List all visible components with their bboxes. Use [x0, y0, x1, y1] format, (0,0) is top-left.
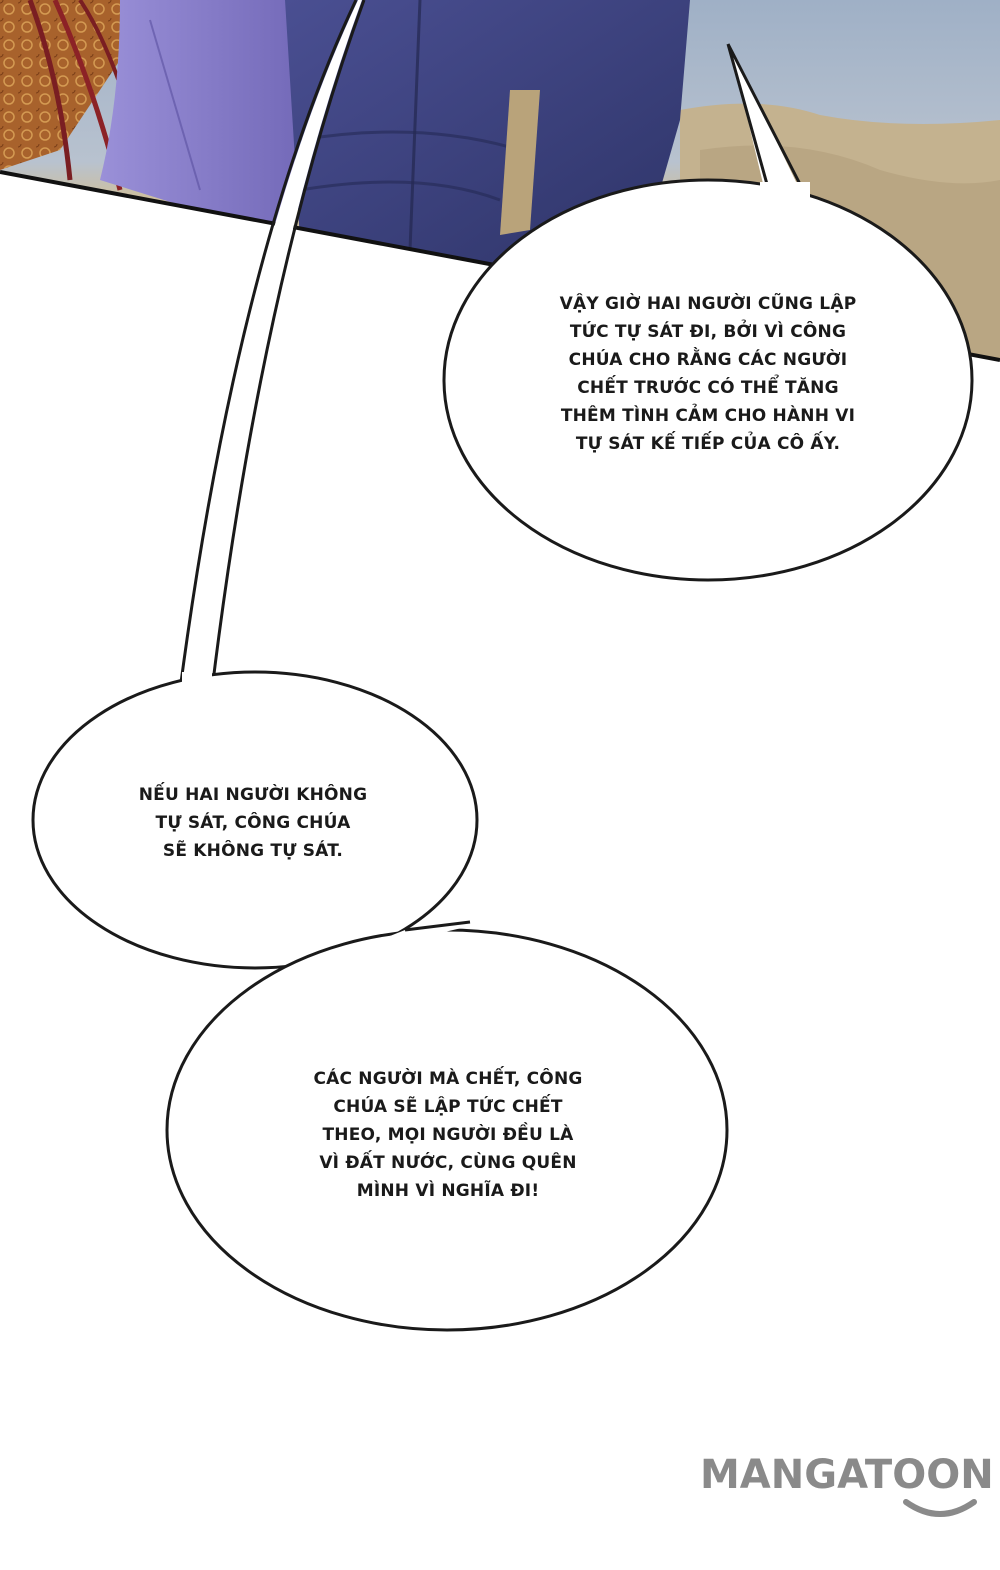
bubble-line: MÌNH VÌ NGHĨA ĐI!: [356, 1181, 540, 1201]
bubble-line: CHÚA CHO RẰNG CÁC NGƯỜI: [568, 350, 848, 370]
bubble-line: TỨC TỰ SÁT ĐI, BỞI VÌ CÔNG: [569, 322, 847, 342]
speech-bubble-middle-left: [31, 670, 479, 970]
bubble-line: CÁC NGƯỜI MÀ CHẾT, CÔNG: [313, 1069, 583, 1089]
bubble-line: SẼ KHÔNG TỰ SÁT.: [162, 841, 344, 861]
bubble-text-top-right: VẬY GIỜ HAI NGƯỜI CŨNG LẬP TỨC TỰ SÁT ĐI…: [528, 290, 888, 458]
bubble-text-bottom: CÁC NGƯỜI MÀ CHẾT, CÔNG CHÚA SẼ LẬP TỨC …: [278, 1065, 618, 1205]
speech-bubble-bottom: [165, 918, 729, 1332]
watermark-text: MANGATOON: [700, 1452, 994, 1498]
mangatoon-watermark: MANGATOON: [700, 1452, 998, 1532]
bubble-line: THEO, MỌI NGƯỜI ĐỀU LÀ: [322, 1125, 574, 1145]
bubble-line: VẬY GIỜ HAI NGƯỜI CŨNG LẬP: [559, 294, 857, 314]
smile-icon: [903, 1499, 977, 1517]
speech-bubble-top-right: [442, 43, 974, 582]
bubble-line: CHÚA SẼ LẬP TỨC CHẾT: [333, 1097, 563, 1117]
bubble-line: TỰ SÁT KẾ TIẾP CỦA CÔ ẤY.: [575, 434, 841, 454]
bubble-line: NẾU HAI NGƯỜI KHÔNG: [138, 785, 368, 805]
bubble-line: CHẾT TRƯỚC CÓ THỂ TĂNG: [577, 378, 839, 398]
bubble-line: TỰ SÁT, CÔNG CHÚA: [155, 813, 351, 833]
bubble-line: THÊM TÌNH CẢM CHO HÀNH VI: [560, 406, 856, 426]
bubble-text-middle-left: NẾU HAI NGƯỜI KHÔNG TỰ SÁT, CÔNG CHÚA SẼ…: [113, 781, 393, 865]
bubble-line: VÌ ĐẤT NƯỚC, CÙNG QUÊN: [319, 1153, 577, 1173]
speech-bubble-tail-long: [178, 0, 366, 691]
